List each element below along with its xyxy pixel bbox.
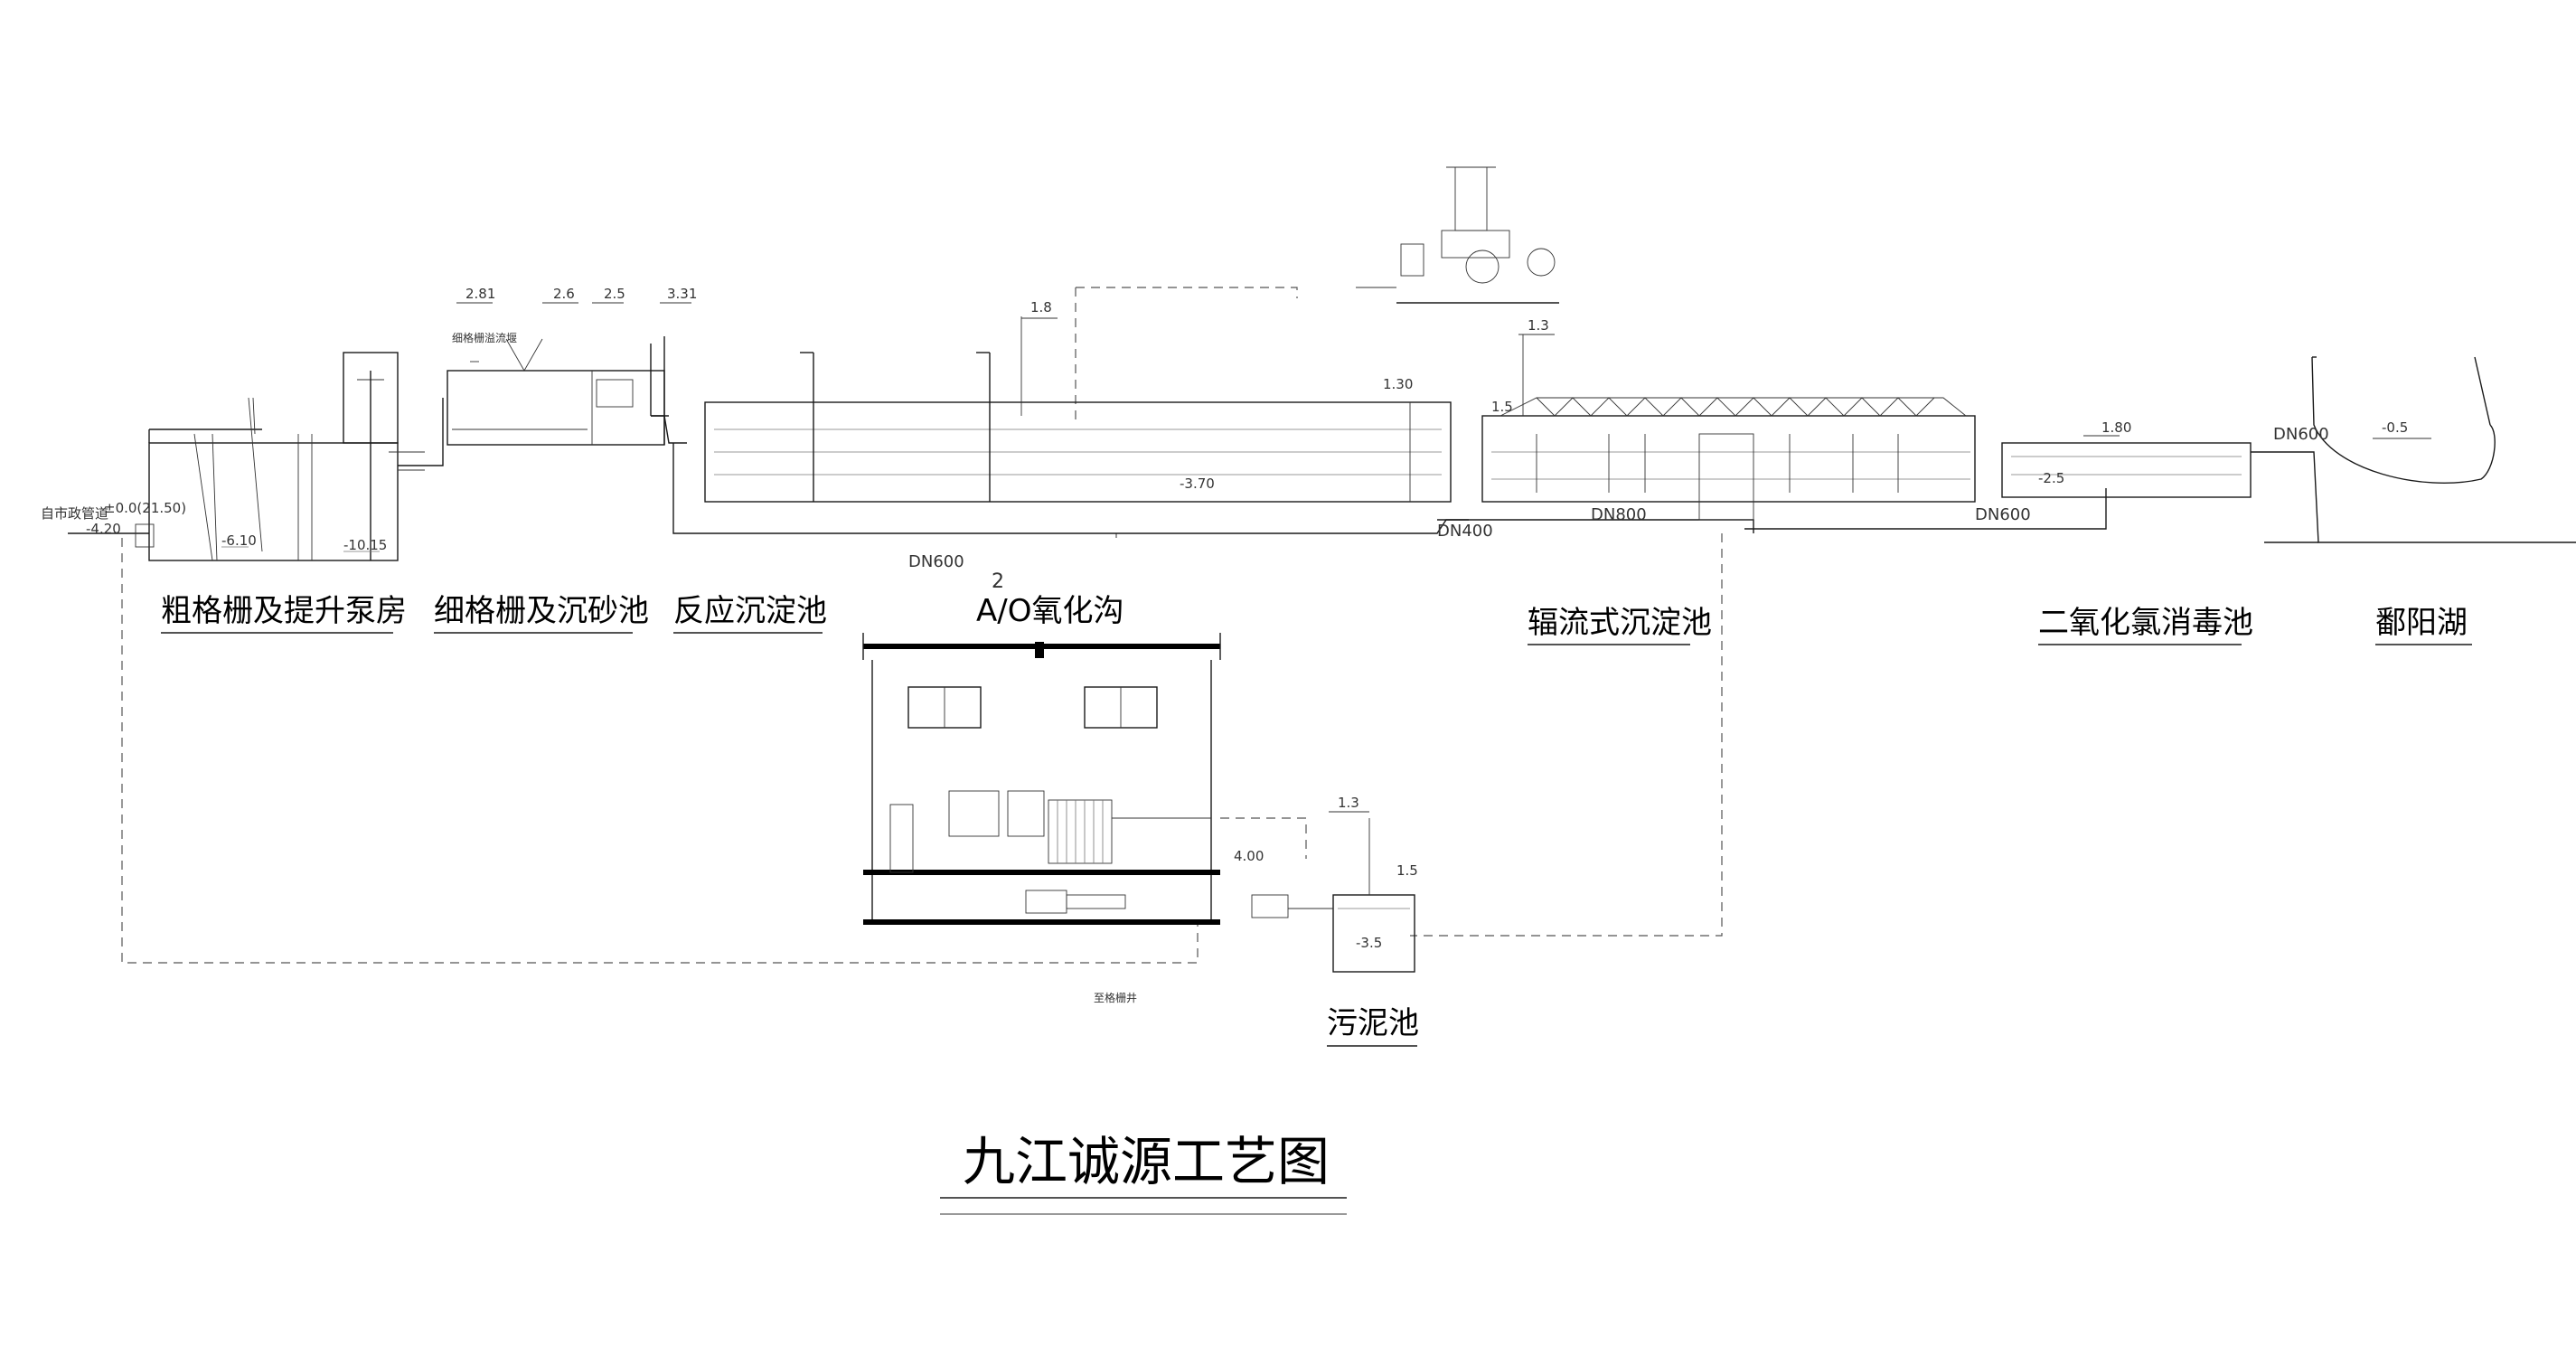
fine-screen-grit (447, 336, 665, 446)
label-a2o-ditch: A/O氧化沟 (976, 593, 1123, 629)
sludge-note: 至格栅井 (1094, 991, 1137, 1004)
a2o-oxidation-ditch (704, 316, 1452, 503)
fine-screen-note: 细格栅溢流堰 (452, 331, 517, 344)
coarse-screen-pump-house (135, 352, 425, 561)
pipe-dn400: DN400 (1437, 522, 1493, 541)
unit-labels: 粗格栅及提升泵房 细格栅及沉砂池 反应沉淀池 A/O氧化沟 2 辐流式沉淀池 二… (161, 570, 2472, 1047)
label-coarse-screen: 粗格栅及提升泵房 (161, 593, 407, 629)
blower-unit (1356, 166, 1559, 304)
main-pipeline (68, 398, 2576, 543)
label-sludge-tank: 污泥池 (1327, 1005, 1419, 1041)
label-a2o-superscript: 2 (992, 570, 1004, 593)
label-radial-sedimentation: 辐流式沉淀池 (1528, 605, 1712, 641)
inlet-elevation: -4.20 (86, 521, 121, 537)
sludge-low-elevation: -3.5 (1356, 935, 1382, 951)
label-reaction-sedimentation: 反应沉淀池 (673, 593, 827, 629)
chl-low-elevation: -2.5 (2038, 470, 2064, 486)
lake-outfall (2311, 356, 2496, 485)
sludge-tank (1251, 818, 1415, 973)
a2o-bottom-elevation: -3.70 (1180, 476, 1215, 492)
ground-elevation: ±0.0(21.50) (104, 500, 186, 516)
a2o-elevation-18: 1.8 (1030, 299, 1052, 315)
radial-sedimentation-tank (1481, 334, 1976, 521)
a2o-elevation-130: 1.30 (1383, 376, 1413, 392)
dewater-elevation: 4.00 (1234, 848, 1264, 864)
label-fine-screen: 细格栅及沉砂池 (434, 593, 649, 629)
label-lake: 鄱阳湖 (2375, 605, 2468, 641)
drawing-title: 九江诚源工艺图 (963, 1131, 1330, 1192)
pipe-dn800: DN800 (1591, 505, 1647, 524)
lake-elevation: -0.5 (2382, 419, 2408, 436)
pipe-dn600-c: DN600 (2273, 425, 2329, 444)
radial-elevation-15: 1.5 (1491, 399, 1513, 415)
react-elevation: 3.31 (667, 286, 697, 302)
fine-elevation-26: 2.6 (553, 286, 575, 302)
inlet-label: 自市政管道 (41, 505, 108, 522)
label-chlorine-disinfection: 二氧化氯消毒池 (2038, 605, 2253, 641)
pipe-dn600-a: DN600 (908, 552, 964, 571)
dewatering-building (862, 633, 1221, 925)
pipe-dn600-b: DN600 (1975, 505, 2031, 524)
chlorine-disinfection-tank (2001, 442, 2252, 498)
radial-elevation-13: 1.3 (1528, 317, 1549, 334)
pump-low-elevation: -6.10 (221, 532, 257, 549)
sludge-elevation-15: 1.5 (1396, 862, 1418, 879)
sludge-elevation-13: 1.3 (1338, 795, 1359, 811)
fine-elevation-281: 2.81 (465, 286, 495, 302)
reaction-sedimentation-tank (650, 344, 669, 417)
chl-elevation-180: 1.80 (2101, 419, 2131, 436)
fine-elevation-25: 2.5 (604, 286, 625, 302)
pump-low-elevation-2: -10.15 (343, 537, 387, 553)
